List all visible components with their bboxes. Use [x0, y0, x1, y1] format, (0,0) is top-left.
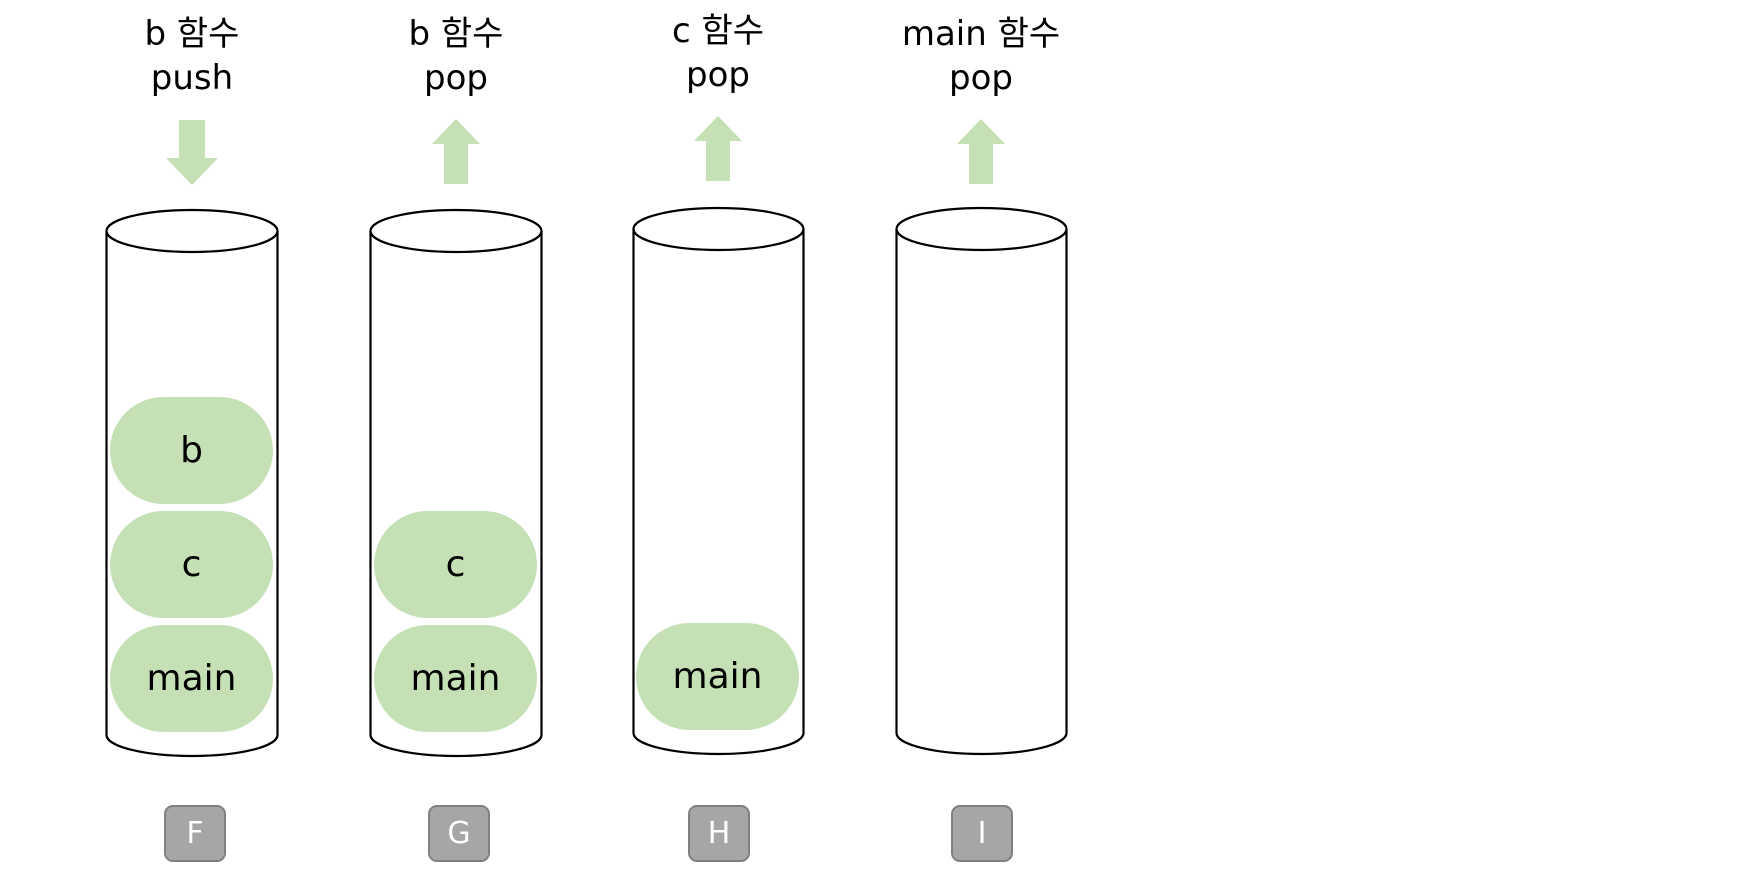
step-badge: F — [164, 805, 226, 862]
step-header: b 함수 pop — [326, 12, 586, 100]
header-function-label: main 함수 — [901, 14, 1061, 54]
stack-frame-c: c — [110, 511, 273, 618]
step-badge: I — [951, 805, 1013, 862]
stack-step-i: main 함수 pop I — [851, 0, 1111, 876]
arrow-up-icon — [957, 119, 1005, 184]
stack-step-h: c 함수 pop main H — [588, 0, 848, 876]
step-header: main 함수 pop — [851, 12, 1111, 100]
stack-cylinder — [895, 206, 1068, 756]
step-badge: G — [428, 805, 490, 862]
header-operation-label: push — [150, 58, 234, 98]
stack-step-g: b 함수 pop c main G — [326, 0, 586, 876]
arrow-up-icon — [694, 116, 742, 181]
step-badge: H — [688, 805, 750, 862]
stack-frame-b: b — [110, 397, 273, 504]
arrow-down-icon — [166, 120, 218, 185]
stack-frame-main: main — [110, 625, 273, 732]
header-operation-label: pop — [686, 55, 750, 95]
stack-cylinder — [369, 208, 543, 758]
header-function-label: b 함수 — [144, 14, 240, 54]
header-function-label: b 함수 — [408, 14, 504, 54]
arrow-up-icon — [432, 119, 480, 184]
stack-frame-main: main — [636, 623, 799, 730]
header-operation-label: pop — [949, 58, 1013, 98]
stack-step-f: b 함수 push b c main F — [62, 0, 322, 876]
stack-cylinder — [632, 206, 805, 756]
header-function-label: c 함수 — [671, 11, 765, 51]
stack-frame-main: main — [374, 625, 537, 732]
step-header: c 함수 pop — [588, 9, 848, 97]
step-header: b 함수 push — [62, 12, 322, 100]
header-operation-label: pop — [424, 58, 488, 98]
stack-frame-c: c — [374, 511, 537, 618]
